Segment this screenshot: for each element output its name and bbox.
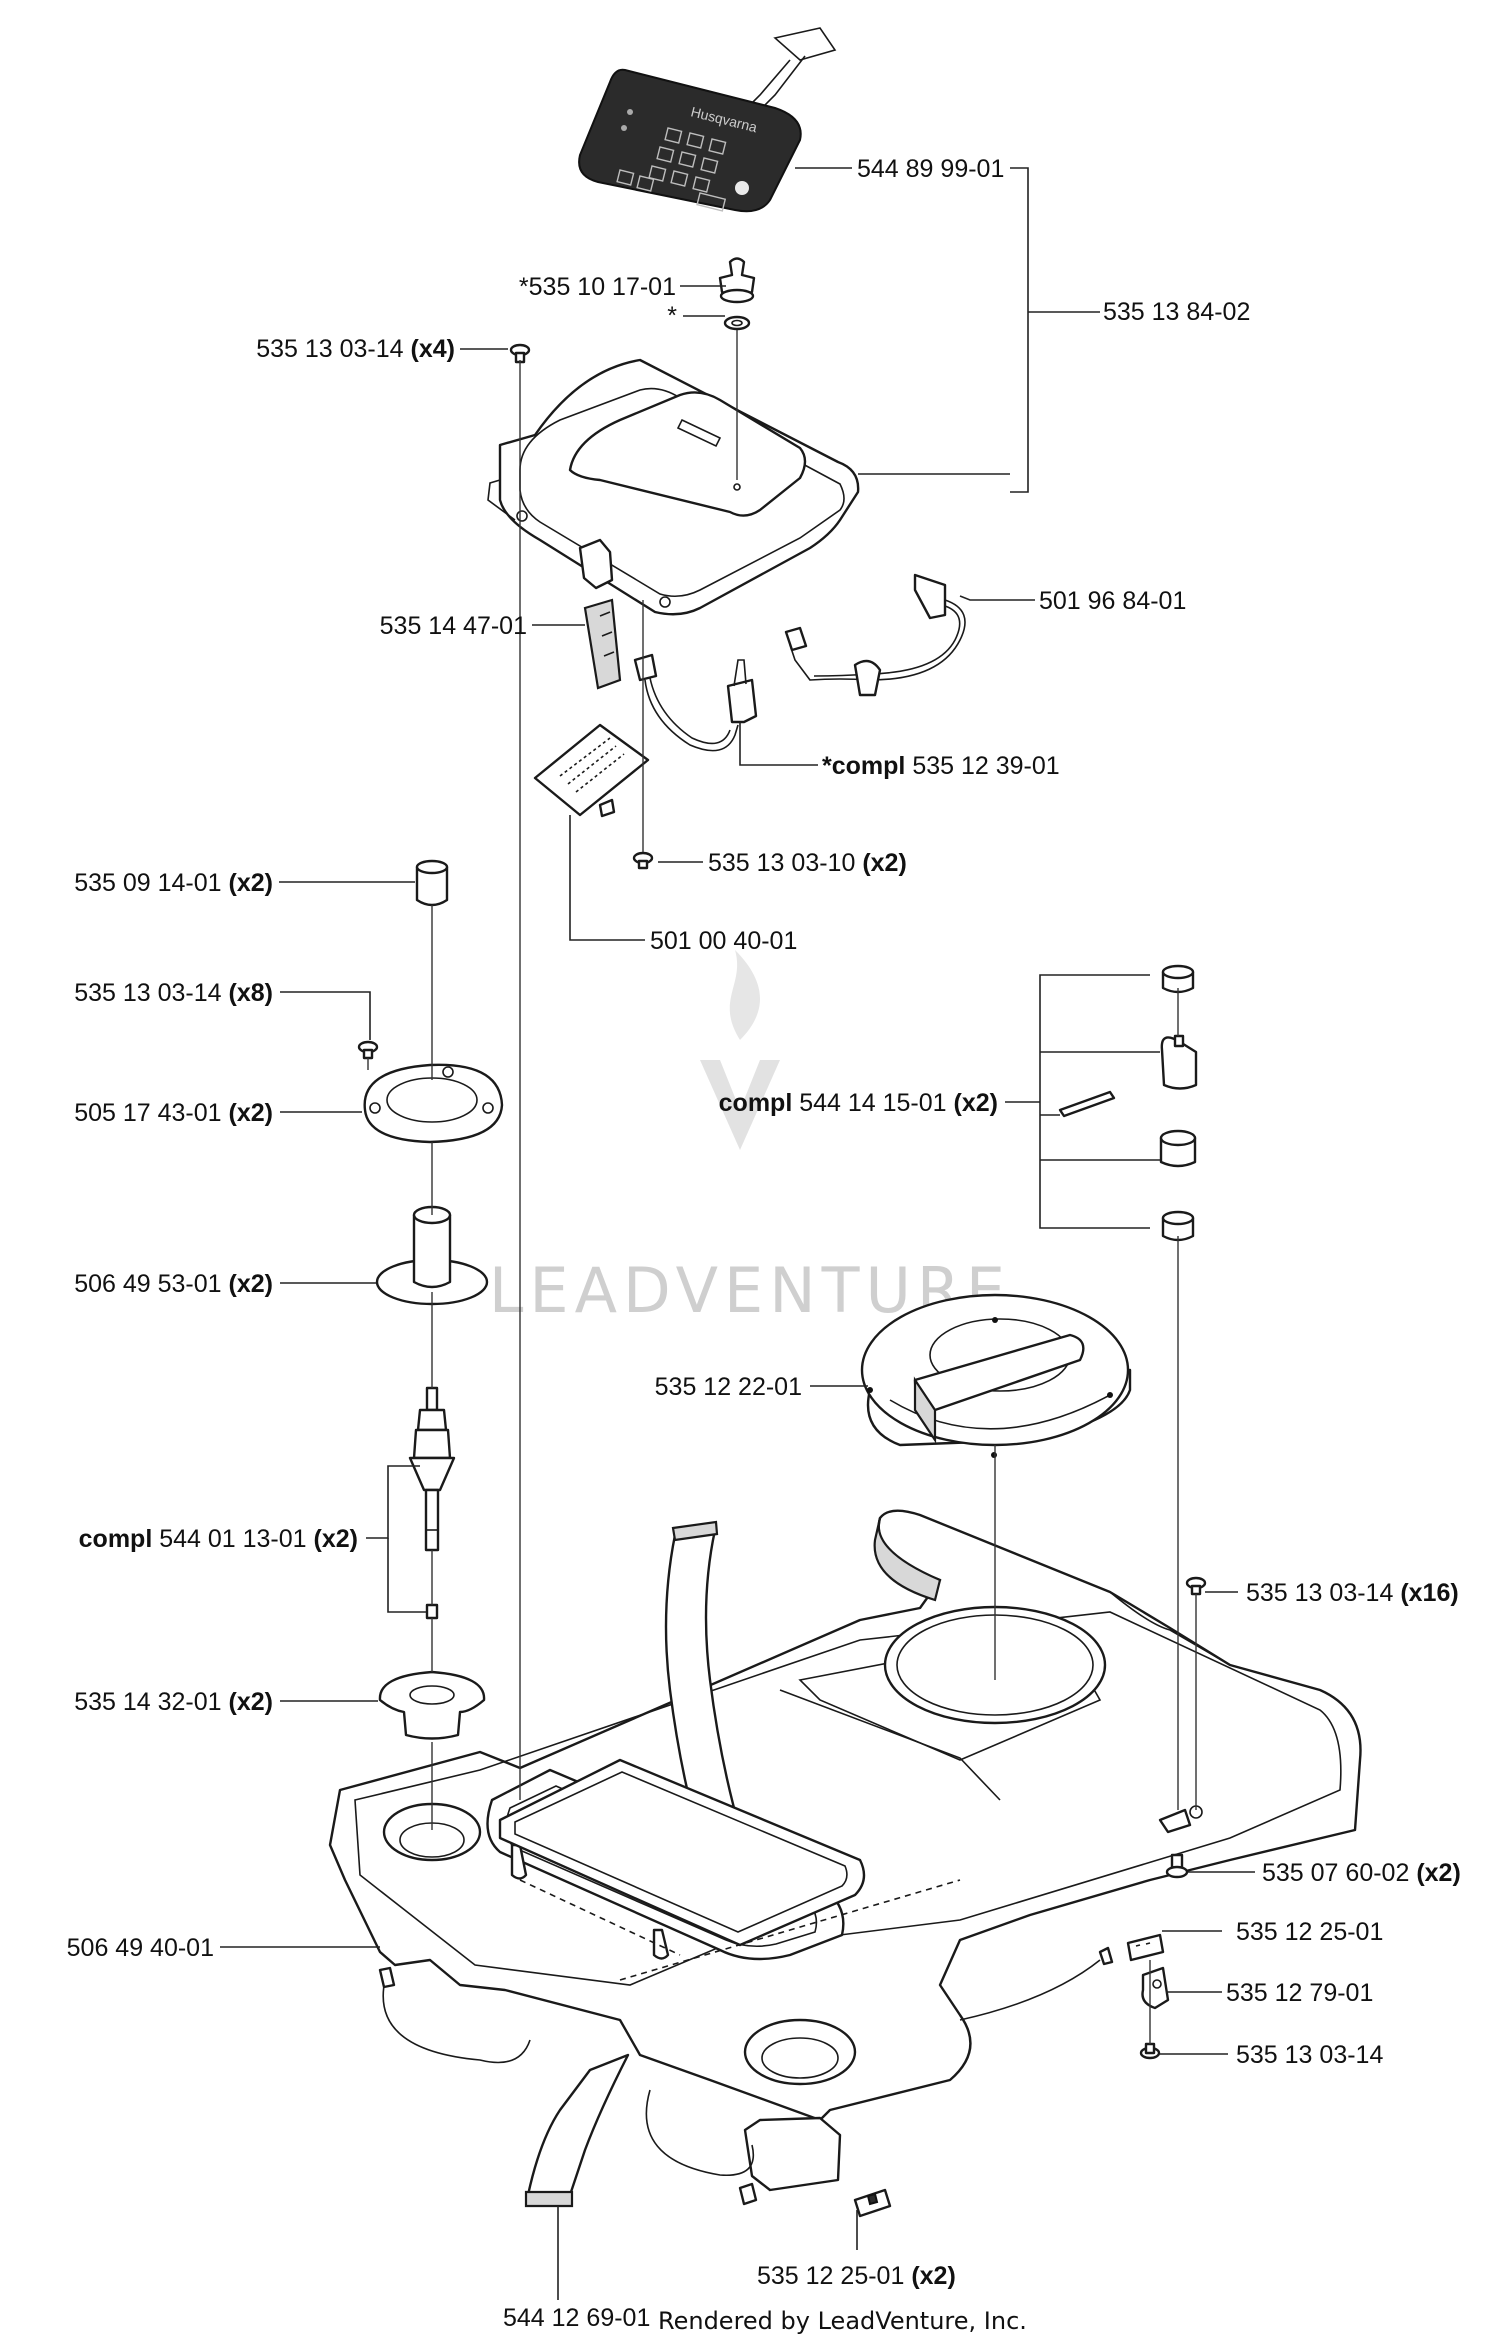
- keypad-buttons: [616, 127, 727, 212]
- circuit-board-501-00-40-01[interactable]: [533, 723, 650, 818]
- label-506-49-53-01-x2[interactable]: 506 49 53-01 (x2): [74, 1270, 273, 1298]
- label-535-10-17-01[interactable]: *535 10 17-01: [519, 273, 676, 301]
- label-501-00-40-01[interactable]: 501 00 40-01: [650, 927, 797, 955]
- keypad-power-button: [735, 181, 749, 195]
- label-501-96-84-01[interactable]: 501 96 84-01: [1039, 587, 1186, 615]
- label-535-09-14-01-x2[interactable]: 535 09 14-01 (x2): [74, 869, 273, 897]
- washer-535-07-60-02[interactable]: [1165, 1853, 1189, 1879]
- label-535-13-03-14-x4[interactable]: 535 13 03-14 (x4): [256, 335, 455, 363]
- label-535-12-22-01[interactable]: 535 12 22-01: [655, 1373, 802, 1401]
- screw-535-13-03-14-bottom[interactable]: [1139, 2042, 1161, 2060]
- plate-505-17-43-01[interactable]: [363, 1063, 504, 1144]
- label-535-12-25-01[interactable]: 535 12 25-01: [1236, 1918, 1383, 1946]
- bracket-535-12-79-01[interactable]: [1141, 1966, 1170, 2010]
- label-505-17-43-01-x2[interactable]: 505 17 43-01 (x2): [74, 1099, 273, 1127]
- leader-lines: [220, 167, 1255, 2300]
- label-535-12-25-01[interactable]: [1126, 1933, 1165, 1962]
- keypad-panel: [578, 68, 802, 213]
- center-lines: [367, 330, 1197, 2044]
- knob-535-10-17-01[interactable]: [718, 257, 756, 304]
- label-asterisk[interactable]: *: [667, 302, 677, 330]
- watermark-logo: [700, 1060, 780, 1150]
- footer-credit: Rendered by LeadVenture, Inc.: [658, 2307, 1027, 2335]
- watermark: LEADVENTURE: [489, 950, 1005, 1327]
- part-labels: 544 89 99-01 *535 10 17-01 * 535 13 84-0…: [67, 155, 1461, 2332]
- watermark-flame: [729, 950, 760, 1040]
- label-535-07-60-02-x2[interactable]: 535 07 60-02 (x2): [1262, 1859, 1461, 1887]
- shaft-assembly-544-01-13-01[interactable]: [408, 1386, 456, 1620]
- label-535-14-32-01-x2[interactable]: 535 14 32-01 (x2): [74, 1688, 273, 1716]
- label-544-89-99-01[interactable]: 544 89 99-01: [857, 155, 1004, 183]
- seal-frame[interactable]: [498, 1758, 866, 1947]
- screw-535-13-03-10[interactable]: [632, 851, 654, 870]
- top-cover[interactable]: [487, 358, 860, 616]
- clip-535-12-25-01-x2[interactable]: [853, 2188, 892, 2218]
- label-535-14-47-01[interactable]: 535 14 47-01: [380, 612, 527, 640]
- keypad-ribbon-tip: [773, 27, 837, 61]
- spacer-535-09-14-01[interactable]: [415, 859, 449, 907]
- label-compl-544-14-15-01-x2[interactable]: compl 544 14 15-01 (x2): [719, 1089, 998, 1117]
- label-535-13-03-14-bottom[interactable]: 535 13 03-14: [1236, 2041, 1383, 2069]
- label-535-13-03-14-x8[interactable]: 535 13 03-14 (x8): [74, 979, 273, 1007]
- label-535-12-79-01[interactable]: 535 12 79-01: [1226, 1979, 1373, 2007]
- turntable-535-12-22-01[interactable]: [860, 1293, 1132, 1458]
- coupling-assembly-544-14-15-01[interactable]: [1058, 964, 1198, 1242]
- clip-535-14-47-01[interactable]: [583, 598, 622, 690]
- label-535-13-03-14-x16[interactable]: 535 13 03-14 (x16): [1246, 1579, 1459, 1607]
- switch-535-12-39-01[interactable]: [633, 653, 758, 752]
- label-535-13-03-10-x2[interactable]: 535 13 03-10 (x2): [708, 849, 907, 877]
- label-535-12-25-01-x2[interactable]: 535 12 25-01 (x2): [757, 2262, 956, 2290]
- label-544-12-69-01[interactable]: 544 12 69-01: [503, 2304, 650, 2332]
- label-compl-535-12-39-01[interactable]: *compl 535 12 39-01: [822, 752, 1060, 780]
- label-535-13-84-02[interactable]: 535 13 84-02: [1103, 298, 1250, 326]
- washer-small[interactable]: [723, 315, 751, 331]
- label-506-49-40-01[interactable]: 506 49 40-01: [67, 1934, 214, 1962]
- label-compl-544-01-13-01-x2[interactable]: compl 544 01 13-01 (x2): [79, 1525, 358, 1553]
- keypad-overlay[interactable]: Husqvarna: [578, 27, 837, 213]
- screw-535-13-03-14-x8[interactable]: [357, 1040, 379, 1060]
- screw-535-13-03-14-x16[interactable]: [1185, 1576, 1207, 1596]
- collar-535-14-32-01[interactable]: [378, 1670, 486, 1740]
- cable-501-96-84-01[interactable]: [784, 573, 966, 697]
- screw-535-13-03-14-x4[interactable]: [509, 343, 531, 364]
- bushing-506-49-53-01[interactable]: [375, 1205, 489, 1306]
